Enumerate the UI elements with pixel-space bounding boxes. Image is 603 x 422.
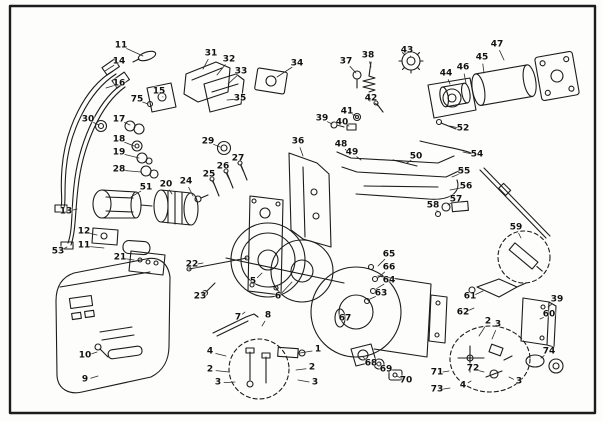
part-11-top: [132, 50, 157, 63]
nozzle-holder: [468, 278, 527, 298]
fan-wheel: [153, 189, 209, 226]
bracket-assembly: [183, 61, 245, 113]
motor: [92, 189, 153, 219]
electrode: [212, 313, 306, 359]
cover-panel: [288, 152, 332, 248]
capacitor-bracket: [91, 227, 166, 276]
flexible-hoses: [54, 58, 130, 250]
nozzle-line: [434, 167, 551, 284]
pump-cylinders: [439, 50, 580, 108]
leader-lines: [62, 48, 553, 390]
burner-housing: [310, 263, 448, 358]
detail-circle-bolts: [228, 338, 290, 400]
shaft-rod: [186, 255, 250, 297]
mounting-plate: [247, 195, 284, 296]
washer-rings: [94, 119, 232, 179]
gear-pump: [398, 48, 477, 130]
diagram-border: [8, 4, 597, 415]
detail-circle-fittings: [449, 325, 531, 393]
control-box: [254, 67, 288, 95]
outer-cover: [55, 257, 171, 394]
valve-parts: [330, 61, 384, 131]
coupling-part: [525, 354, 564, 374]
fuel-pipes: [336, 140, 472, 200]
plate-15: [146, 82, 177, 113]
fan-scroll: [225, 222, 345, 303]
valve-body-parts: [350, 343, 403, 381]
